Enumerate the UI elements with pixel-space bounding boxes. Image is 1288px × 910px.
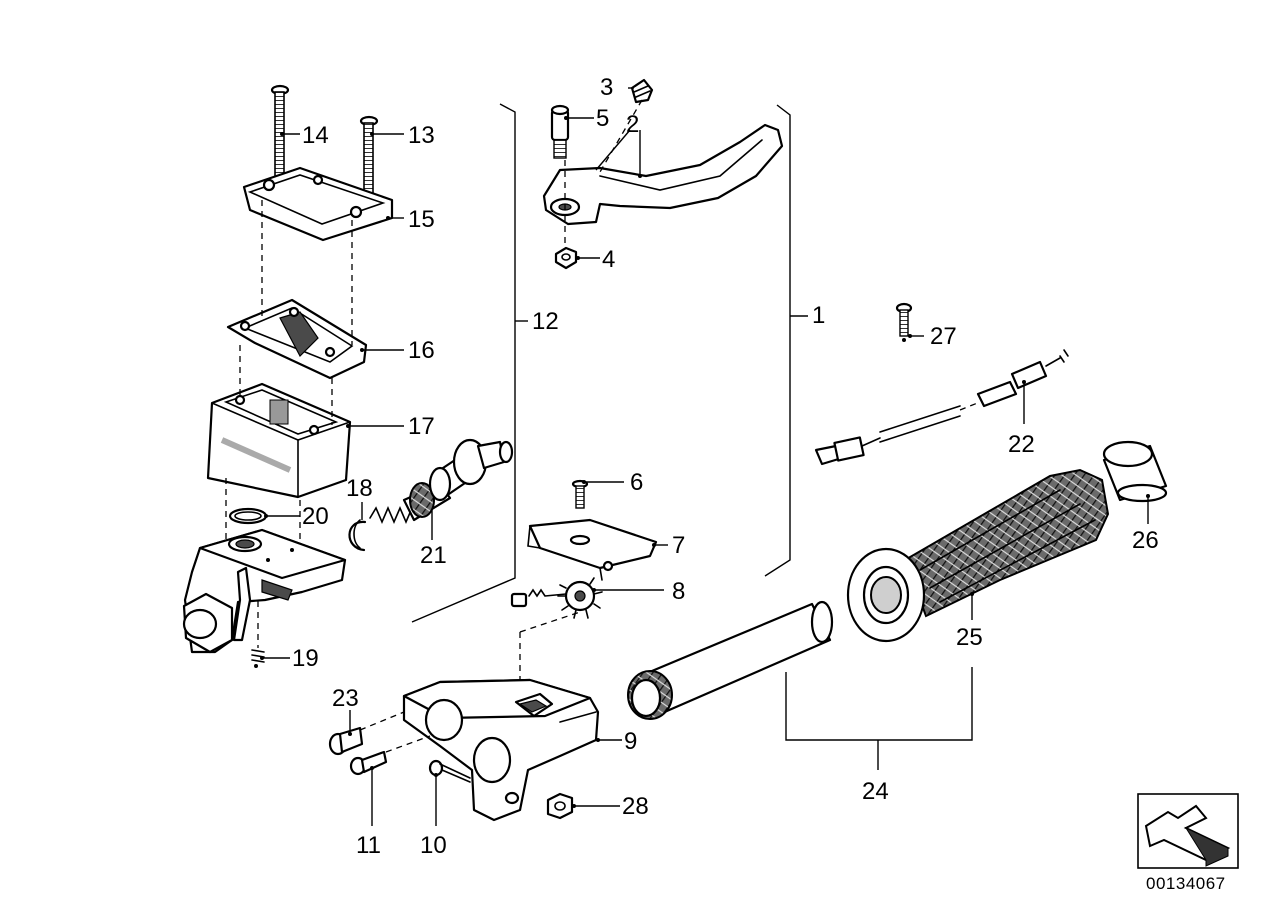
- brake-lever-icon: [542, 123, 784, 226]
- circlip-icon: [348, 519, 367, 552]
- fluid-reservoir-icon: [206, 382, 352, 499]
- callout-7: 7: [672, 532, 685, 559]
- callout-25: 25: [956, 624, 983, 651]
- screw-6-icon: [571, 479, 589, 509]
- callout-5: 5: [596, 105, 609, 132]
- callout-14: 14: [302, 122, 329, 149]
- nut-4-icon: [554, 246, 578, 270]
- callout-11: 11: [356, 832, 381, 859]
- callout-2: 2: [626, 111, 639, 138]
- screw-11-icon: [349, 750, 388, 776]
- gear-pinion-icon: [510, 560, 614, 619]
- screw-13-icon: [359, 115, 379, 196]
- callout-1: 1: [812, 302, 825, 329]
- callout-10: 10: [420, 832, 447, 859]
- screw-27-icon: [895, 302, 913, 342]
- callout-13: 13: [408, 122, 435, 149]
- callout-8: 8: [672, 578, 685, 605]
- callout-16: 16: [408, 337, 435, 364]
- callout-24: 24: [862, 778, 889, 805]
- callout-18: 18: [346, 475, 373, 502]
- master-cylinder-icon: [182, 528, 347, 654]
- screw-23-icon: [328, 726, 364, 756]
- callout-17: 17: [408, 413, 435, 440]
- callout-26: 26: [1132, 527, 1159, 554]
- piston-spring-icon: [369, 438, 514, 525]
- reservoir-cover-icon: [242, 166, 394, 242]
- callout-19: 19: [292, 645, 319, 672]
- pivot-bolt-icon: [550, 104, 570, 159]
- callout-15: 15: [408, 206, 435, 233]
- callout-9: 9: [624, 728, 637, 755]
- bracket-group-1: [764, 104, 808, 577]
- orientation-arrow-icon: [1137, 793, 1239, 869]
- reference-number: 00134067: [1146, 874, 1226, 893]
- callout-21: 21: [420, 542, 447, 569]
- callout-6: 6: [630, 469, 643, 496]
- callout-3: 3: [600, 74, 613, 101]
- leader-lines: [260, 87, 1150, 826]
- nut-28-icon: [546, 792, 574, 820]
- cable-switch-icon: [814, 349, 1069, 466]
- handlebar-grip-icon: [846, 468, 1110, 643]
- bracket-group-12: [411, 103, 528, 623]
- callout-20: 20: [302, 503, 329, 530]
- throttle-tube-icon: [627, 600, 834, 720]
- callout-12: 12: [532, 308, 559, 335]
- cover-plate-icon: [527, 518, 658, 581]
- diaphragm-icon: [226, 298, 368, 380]
- callout-27: 27: [930, 323, 957, 350]
- grip-end-ring-icon: [1102, 440, 1168, 503]
- callout-22: 22: [1008, 431, 1035, 458]
- pin-3-icon: [630, 78, 654, 104]
- switch-housing-icon: [402, 678, 600, 822]
- bracket-group-24: [785, 667, 973, 770]
- callout-23: 23: [332, 685, 359, 712]
- o-ring-icon: [228, 507, 268, 525]
- callout-28: 28: [622, 793, 649, 820]
- callout-4: 4: [602, 246, 615, 273]
